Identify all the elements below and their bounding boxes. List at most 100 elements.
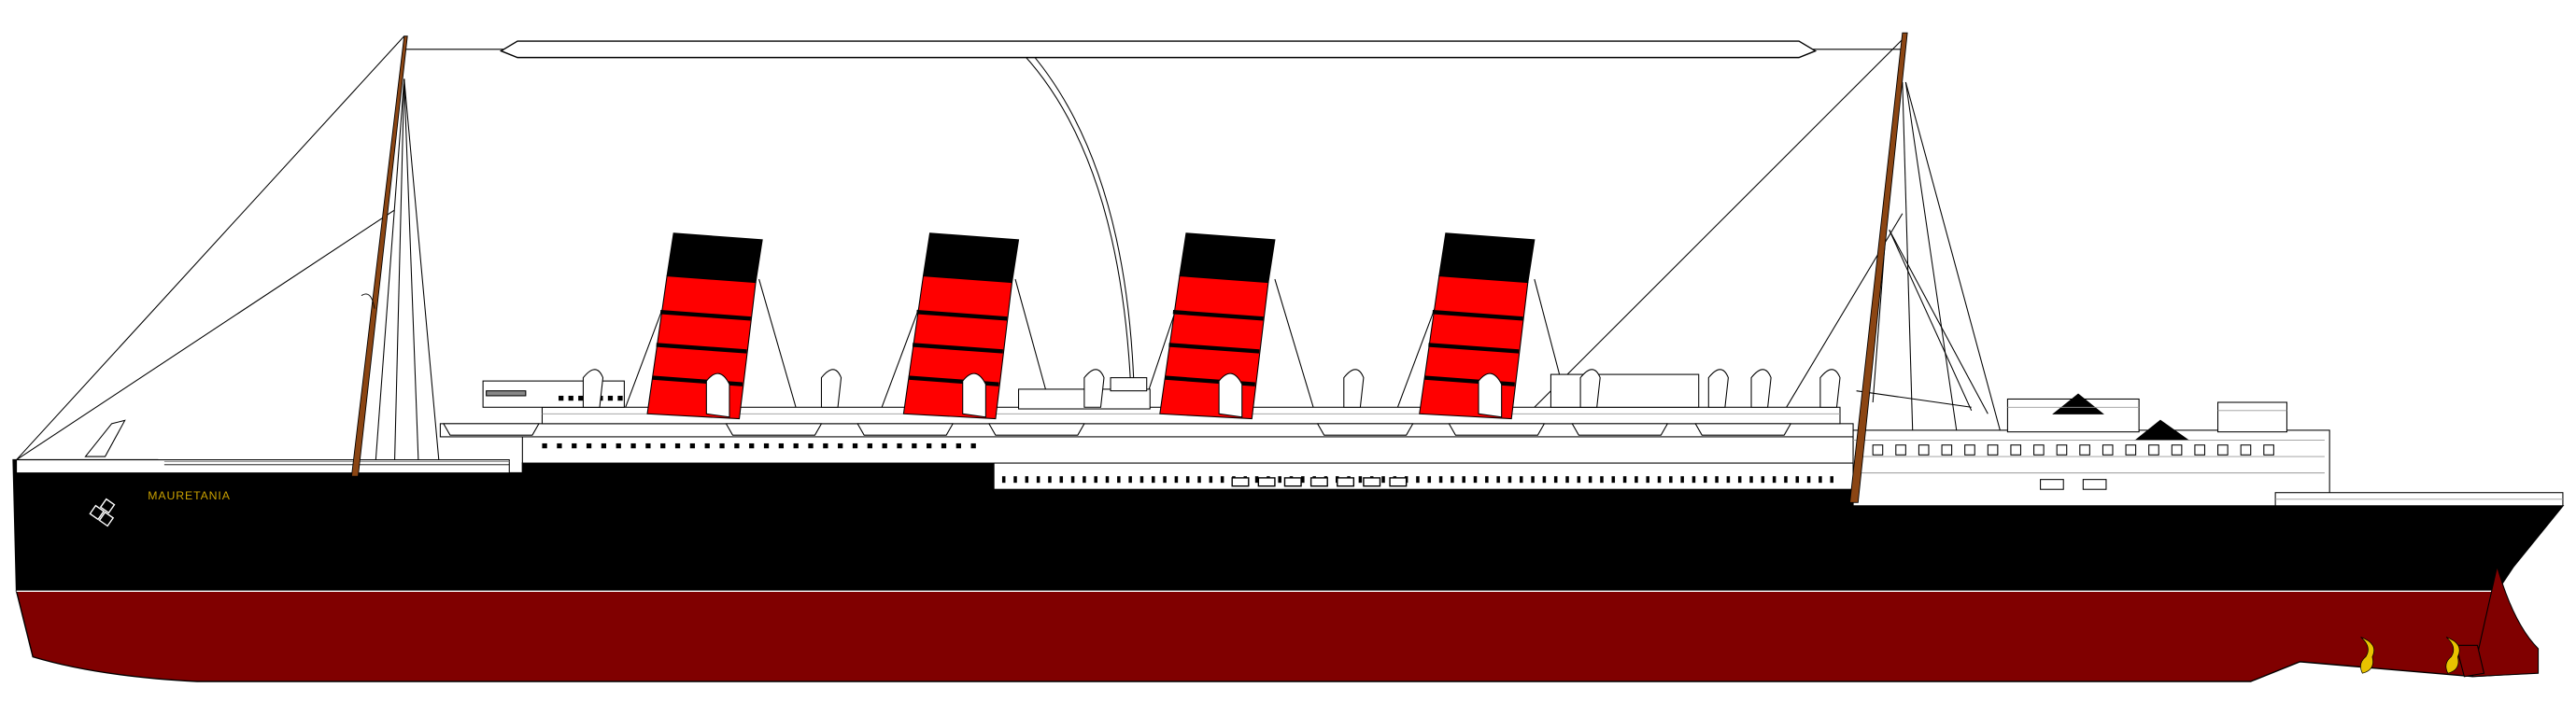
porthole [1715,476,1719,484]
porthole [1806,476,1811,484]
porthole [1588,476,1592,484]
ventilator [1343,369,1365,408]
porthole [1094,476,1097,484]
porthole [1083,476,1086,484]
porthole [1309,477,1328,487]
porthole [1611,476,1616,484]
porthole [572,442,577,449]
porthole [1462,476,1465,484]
porthole [2040,479,2064,490]
porthole [1987,444,1999,456]
porthole [1301,476,1305,484]
porthole [1438,476,1443,484]
porthole [1163,476,1167,484]
porthole [1600,476,1604,484]
porthole [607,395,614,401]
funnel-top [1438,232,1536,284]
porthole [1918,444,1930,456]
porthole [1531,476,1535,484]
porthole [1830,476,1833,484]
porthole [559,395,564,401]
porthole [1680,476,1684,484]
porthole [1737,476,1742,484]
porthole [1427,476,1432,484]
funnel-vent [962,372,986,418]
porthole [2082,479,2107,490]
porthole [897,442,902,449]
porthole [1048,476,1052,484]
porthole [1254,476,1259,484]
porthole [616,442,621,449]
propeller-icon [2445,637,2460,674]
masts [350,32,1908,503]
porthole [1646,476,1649,484]
funnel-band [659,310,751,321]
mainmast [1849,32,1908,503]
porthole [689,442,696,449]
funnel-band [912,343,1003,354]
porthole [1565,476,1569,484]
porthole [674,442,681,449]
porthole [542,442,547,449]
propeller-icon [2360,637,2375,674]
ventilator [582,369,604,408]
funnel-band [1432,310,1523,321]
deck-railings [542,406,2563,500]
lifeboat [856,423,955,436]
porthole [867,442,872,449]
porthole [838,442,843,449]
porthole [734,442,740,449]
porthole [1622,476,1627,484]
funnel-vent [1478,372,1503,418]
lifeboat [1694,423,1792,436]
porthole [2263,444,2274,456]
porthole [1507,476,1512,484]
porthole [1485,476,1489,484]
propellers [2360,637,2460,674]
funnel-band [916,310,1008,321]
porthole [1036,476,1040,484]
porthole [1059,476,1064,484]
ventilator [1750,369,1772,408]
lifeboat [1316,423,1414,436]
porthole [1657,476,1662,484]
porthole [927,442,932,449]
porthole [1070,476,1075,484]
funnel [902,232,1020,420]
porthole [763,442,770,449]
porthole [617,395,623,401]
porthole [1941,444,1953,456]
porthole [1795,476,1800,484]
porthole [586,442,592,449]
ventilator [1579,369,1601,408]
porthole [1451,476,1454,484]
porthole [793,442,799,449]
porthole [1278,476,1281,484]
porthole [1749,476,1753,484]
wireless-spreader [499,40,1818,59]
porthole [1819,476,1822,484]
porthole [2102,444,2114,456]
porthole [1257,477,1276,487]
anchor-icon [89,498,116,527]
porthole [941,442,947,449]
porthole [912,442,917,449]
porthole [660,442,666,449]
porthole [823,442,828,449]
ship-name-label: MAURETANIA [148,489,231,502]
funnel-band [1172,310,1264,321]
porthole [1784,476,1788,484]
porthole [2240,444,2252,456]
porthole [1389,477,1408,487]
porthole [2056,444,2068,456]
porthole [1669,476,1673,484]
lifeboat [443,423,540,436]
ventilator [1819,369,1841,408]
porthole [1520,476,1523,484]
ventilator [820,369,842,408]
porthole [601,442,607,449]
porthole [568,395,573,401]
porthole [2079,444,2090,456]
porthole [2194,444,2206,456]
porthole [2033,444,2045,456]
